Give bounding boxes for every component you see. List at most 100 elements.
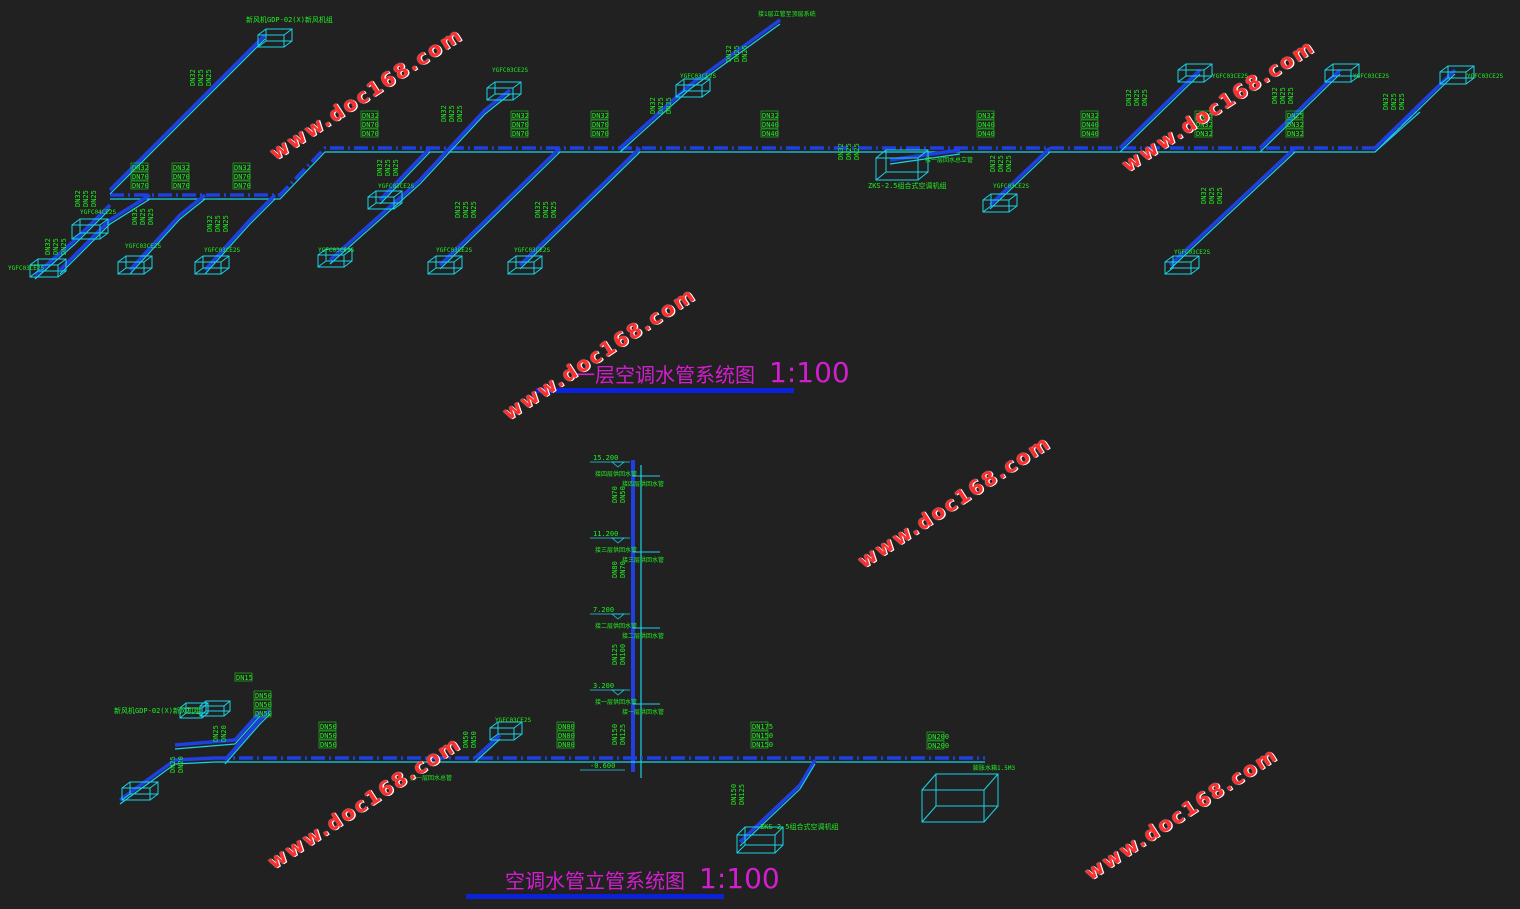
pipe-size-label: DN25 (214, 215, 222, 232)
pipe-size-label: DN70 (362, 130, 379, 138)
label-frame (976, 110, 995, 120)
label-frame (232, 162, 251, 172)
elevation-label: -0.600 (590, 762, 615, 770)
label-frame (1080, 128, 1099, 138)
pipe-size-label: DN25 (542, 201, 550, 218)
pipe-size-label: DN50 (470, 731, 478, 748)
pipe-size-label: DN25 (147, 208, 155, 225)
pipe-size-label: DN32 (978, 112, 995, 120)
pipe-size-label: DN25 (1133, 89, 1141, 106)
label-frame (760, 119, 779, 129)
label-frame (510, 128, 529, 138)
pipe-size-label: DN70 (234, 182, 251, 190)
supply-pipe (738, 759, 817, 844)
label-frame (750, 730, 769, 740)
return-pipe (1119, 73, 1201, 153)
label-frame (1285, 110, 1304, 120)
equipment-label: ZKS-2.5组合式空调机组 (760, 822, 839, 831)
pipe-size-label: DN25 (845, 143, 853, 160)
pipe-size-label: DN100 (619, 644, 627, 665)
pipe-size-label: DN125 (611, 644, 619, 665)
pipe-size-label: DN50 (255, 701, 272, 709)
pipe-size-label: DN70 (512, 130, 529, 138)
plan-title-scale: 1:100 (769, 356, 850, 389)
expansion-tank (921, 773, 999, 823)
equipment-label: YGFC03CE2S (318, 247, 355, 254)
chiller-unit (736, 826, 784, 854)
pipe-size-label: DN32 (1382, 93, 1390, 110)
elevation-marker (610, 537, 626, 544)
pipe-size-label: DN25 (392, 159, 400, 176)
pipe-size-label: DN25 (1287, 112, 1304, 120)
pipe-size-label: DN32 (1196, 130, 1213, 138)
fan-coil-unit (427, 255, 463, 275)
pipe-size-label: DN25 (853, 143, 861, 160)
label-frame (1194, 119, 1213, 129)
pipe-size-label: DN32 (989, 155, 997, 172)
pipe-size-label: DN25 (456, 105, 464, 122)
pipe-size-label: DN32 (44, 238, 52, 255)
return-pipe (109, 38, 266, 195)
fan-coil-unit (1164, 255, 1200, 275)
equipment-label: YGFC03CE2S (1353, 73, 1390, 80)
pipe-size-label: DN32 (234, 164, 251, 172)
return-pipe (224, 713, 271, 765)
supply-pipe (518, 146, 642, 267)
label-frame (130, 171, 149, 181)
pipe-size-label: DN25 (1279, 87, 1287, 104)
label-frame (253, 690, 272, 700)
pipe-size-label: DN80 (611, 561, 619, 578)
pipe-size-label: DN175 (752, 723, 773, 731)
riser-note: 接一层回水总立管 (925, 156, 973, 164)
label-frame (318, 721, 337, 731)
label-frame (1285, 119, 1304, 129)
floor-note: 接四层供回水管 (595, 470, 637, 478)
supply-pipe (223, 708, 272, 762)
elevation-marker (610, 689, 626, 696)
pipe-size-label: DN40 (1082, 130, 1099, 138)
pipe-size-label: DN40 (978, 130, 995, 138)
pipe-size-label: DN32 (534, 201, 542, 218)
label-frame (590, 110, 609, 120)
pipe-size-label: DN200 (928, 733, 949, 741)
pipe-size-label: DN150 (752, 732, 773, 740)
pipe-size-label: DN40 (978, 121, 995, 129)
pipe-size-label: DN50 (255, 710, 272, 718)
pipe-size-label: DN25 (1141, 89, 1149, 106)
pipe-size-label: DN32 (1287, 130, 1304, 138)
pipe-size-label: DN32 (189, 69, 197, 86)
equipment-label: ZKS-2.5组合式空调机组 (868, 181, 947, 190)
supply-pipe (618, 18, 782, 150)
equipment-label: 新风机GDP-02(X)新风机组 (246, 15, 333, 24)
return-pipe (329, 93, 511, 265)
pipe-size-label: DN150 (611, 724, 619, 745)
pipe-size-label: DN70 (173, 182, 190, 190)
pipe-size-label: DN25 (90, 190, 98, 207)
label-frame (171, 171, 190, 181)
pipe-size-label: DN25 (1005, 155, 1013, 172)
pipe-size-label: DN70 (512, 121, 529, 129)
label-frame (1285, 128, 1304, 138)
supply-pipe (118, 756, 216, 802)
label-frame (760, 110, 779, 120)
label-frame (171, 180, 190, 190)
pipe-size-label: DN40 (1082, 121, 1099, 129)
fan-coil-unit (486, 81, 522, 101)
pipe-size-label: DN25 (1398, 93, 1406, 110)
supply-pipe (128, 193, 207, 272)
pipe-size-label: DN25 (1216, 187, 1224, 204)
pipe-size-label: DN32 (725, 45, 733, 62)
pipe-size-label: DN25 (462, 201, 470, 218)
label-frame (556, 730, 575, 740)
return-pipe (439, 151, 561, 270)
pipe-size-label: DN32 (1082, 112, 1099, 120)
fan-coil-unit (117, 255, 153, 275)
label-frame (130, 162, 149, 172)
pipe-size-label: DN70 (132, 182, 149, 190)
pipe-size-label: DN32 (1125, 89, 1133, 106)
label-frame (253, 708, 272, 718)
label-frame (171, 162, 190, 172)
pipe-size-label: DN150 (730, 784, 738, 805)
